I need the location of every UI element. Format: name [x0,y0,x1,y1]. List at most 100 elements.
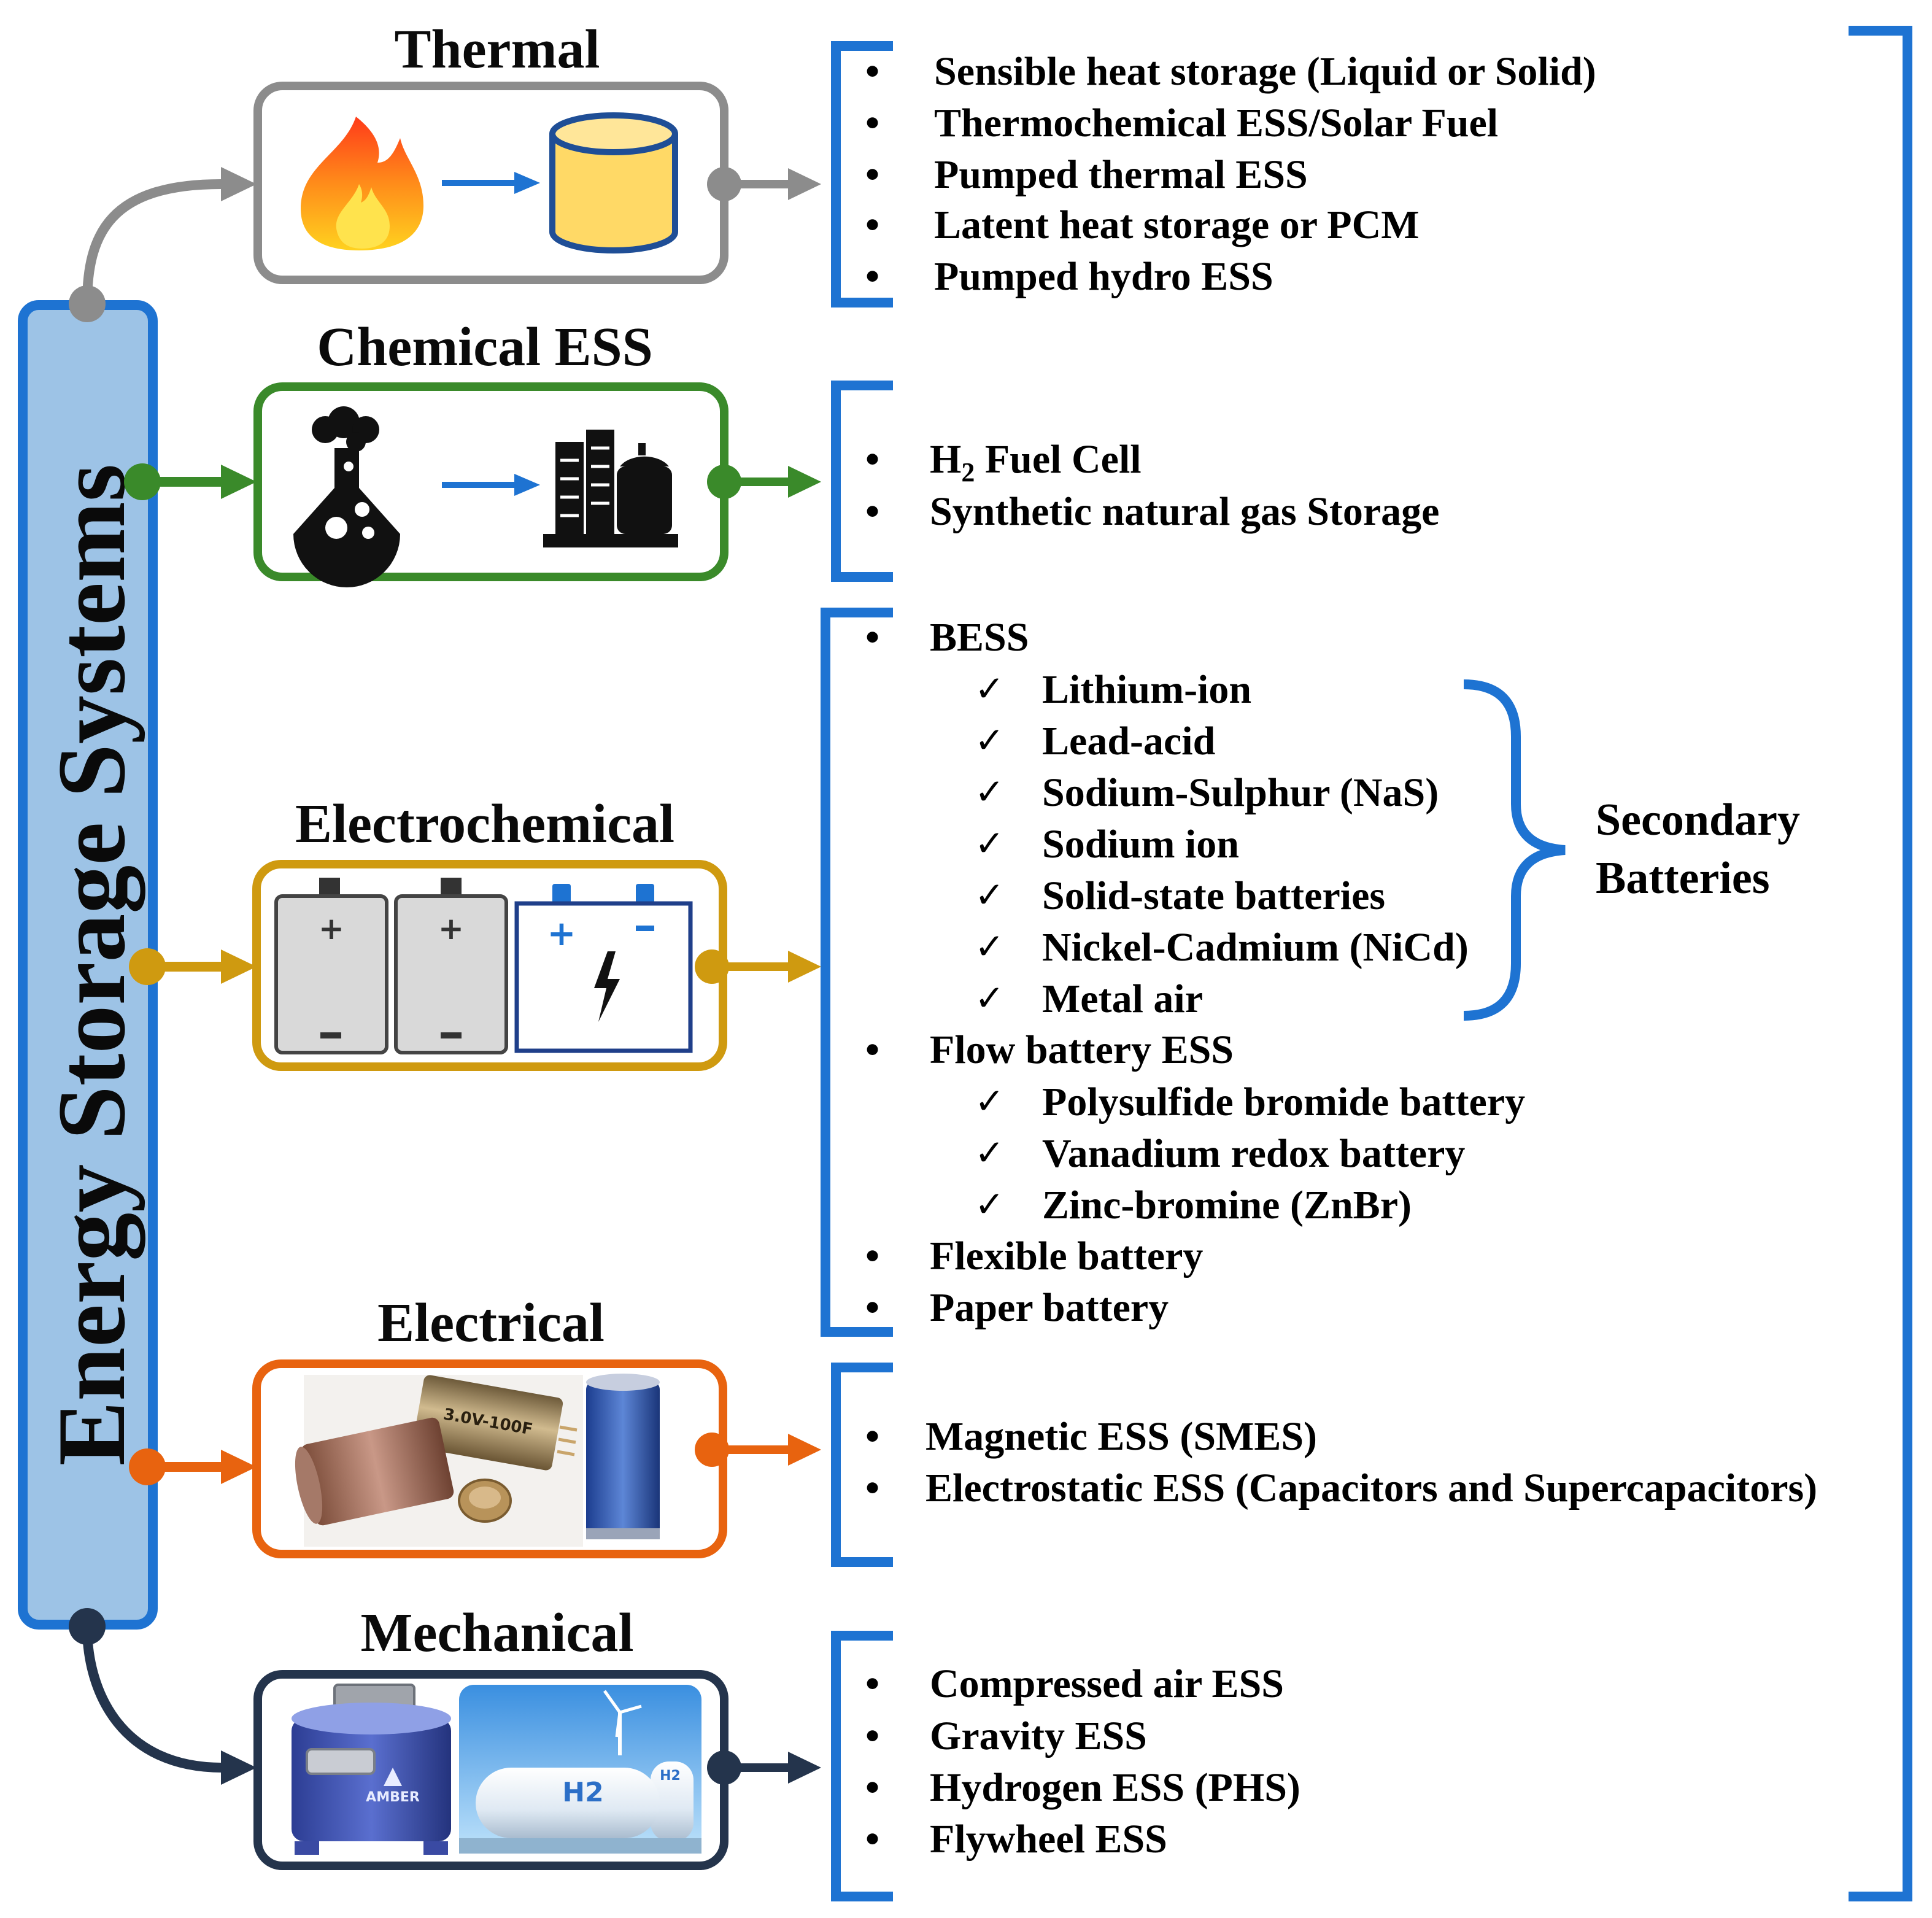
svg-text:+: + [547,914,576,954]
flow-battery-heading: Flow battery ESS [930,1027,1234,1072]
mechanical-item: Gravity ESS [930,1714,1147,1758]
thermal-title: Thermal [395,19,600,80]
section-mechanical: Mechanical AMBER H2 H2 [253,1603,1300,1901]
electrochemical-item: Flexible battery [930,1234,1203,1278]
connector-electrochemical [129,948,257,985]
svg-text:✓: ✓ [975,771,1005,813]
chemical-items: • H2 Fuel Cell • Synthetic natural gas S… [865,437,1439,534]
svg-text:•: • [865,254,879,299]
svg-text:✓: ✓ [975,719,1005,761]
svg-text:✓: ✓ [975,668,1005,710]
bess-item: Nickel-Cadmium (NiCd) [1042,925,1469,970]
secondary-batteries-brace [1463,679,1566,1021]
connector-chemical [124,463,257,500]
connector-electrical [129,1448,257,1485]
electrical-title: Electrical [377,1293,605,1353]
battery-cell-icon: + [394,878,508,1054]
svg-text:•: • [865,1765,879,1810]
svg-text:✓: ✓ [975,822,1005,864]
mechanical-out-arrow [707,1750,821,1785]
section-thermal: Thermal • Sensible heat storage (Liquid … [253,19,1596,307]
svg-text:•: • [865,489,879,534]
svg-text:H2: H2 [562,1777,603,1808]
chemical-bracket [831,381,893,582]
svg-text:•: • [865,203,879,247]
svg-text:•: • [865,1714,879,1758]
thermal-inner-arrow [442,172,540,194]
connector-mechanical [69,1608,257,1785]
svg-text:•: • [865,615,879,660]
mechanical-item: Hydrogen ESS (PHS) [930,1765,1300,1810]
side-label: Energy Storage Systems [38,464,145,1466]
thermal-item: Sensible heat storage (Liquid or Solid) [934,49,1596,94]
overall-right-bracket [1849,26,1912,1901]
electrical-items: • Magnetic ESS (SMES) • Electrostatic ES… [865,1414,1817,1510]
svg-text:•: • [865,1027,879,1072]
svg-text:•: • [865,1285,879,1330]
electrical-item: Electrostatic ESS (Capacitors and Superc… [925,1466,1817,1510]
flow-item: Zinc-bromine (ZnBr) [1042,1183,1412,1228]
car-battery-icon: + [514,884,693,1053]
flow-item: Vanadium redox battery [1042,1131,1465,1176]
mechanical-title: Mechanical [361,1603,634,1663]
secondary-batteries-label: Batteries [1596,853,1770,903]
flow-item: Polysulfide bromide battery [1042,1080,1525,1124]
mechanical-item: Compressed air ESS [930,1661,1284,1706]
electrical-item: Magnetic ESS (SMES) [925,1414,1317,1459]
electrochemical-out-arrow [695,949,821,984]
mechanical-item: Flywheel ESS [930,1817,1167,1862]
bess-item: Solid-state batteries [1042,873,1385,918]
bess-item: Lead-acid [1042,719,1215,764]
thermal-item: Thermochemical ESS/Solar Fuel [934,101,1498,145]
svg-text:•: • [865,152,879,197]
electrical-out-arrow [695,1433,821,1467]
mechanical-bracket [831,1631,893,1901]
svg-text:•: • [865,1234,879,1278]
thermal-item: Pumped thermal ESS [934,152,1308,197]
bess-item: Sodium-Sulphur (NaS) [1042,770,1439,815]
thermal-item: Pumped hydro ESS [934,254,1273,299]
svg-text:•: • [865,1661,879,1706]
thermal-item: Latent heat storage or PCM [934,203,1420,247]
bess-item: Lithium-ion [1042,667,1251,712]
section-electrical: Electrical 3.0V-100F [252,1293,1817,1567]
flask-icon [293,406,400,587]
svg-text:✓: ✓ [975,874,1005,916]
chemical-title: Chemical ESS [317,317,653,377]
svg-text:+: + [319,911,344,946]
svg-text:✓: ✓ [975,1183,1005,1225]
hydrogen-tank-icon: H2 H2 [459,1685,701,1854]
flywheel-icon: AMBER [292,1684,451,1855]
chemical-inner-arrow [442,474,540,496]
battery-cell-icon: + [274,878,388,1054]
svg-text:AMBER: AMBER [366,1790,420,1805]
svg-text:•: • [865,1466,879,1510]
connector-thermal [69,167,257,322]
svg-text:•: • [865,101,879,145]
electrochemical-item: Paper battery [930,1285,1169,1330]
electrochemical-bracket [821,608,893,1337]
svg-text:+: + [438,911,464,946]
thermal-items: • Sensible heat storage (Liquid or Solid… [865,49,1596,299]
storage-tank-icon [549,112,678,253]
section-electrochemical: Electrochemical + + + [252,608,1800,1337]
chemical-plant-icon [543,430,678,547]
svg-text:✓: ✓ [975,1080,1005,1122]
secondary-batteries-label: Secondary [1596,795,1800,845]
thermal-bracket [831,41,893,307]
bess-item: Metal air [1042,976,1203,1021]
svg-text:H2: H2 [660,1768,681,1784]
svg-text:✓: ✓ [975,1132,1005,1174]
thermal-out-arrow [707,167,821,201]
electrochemical-items: • BESS ✓ Lithium-ion ✓ Lead-acid ✓ Sodiu… [865,615,1525,1330]
bess-heading: BESS [930,615,1029,660]
svg-text:•: • [865,1817,879,1862]
svg-text:•: • [865,1414,879,1459]
svg-text:•: • [865,49,879,94]
svg-text:✓: ✓ [975,926,1005,967]
supercapacitor-icon: 3.0V-100F [295,1374,660,1547]
chemical-out-arrow [707,465,821,499]
mechanical-items: • Compressed air ESS • Gravity ESS • Hyd… [865,1661,1300,1862]
